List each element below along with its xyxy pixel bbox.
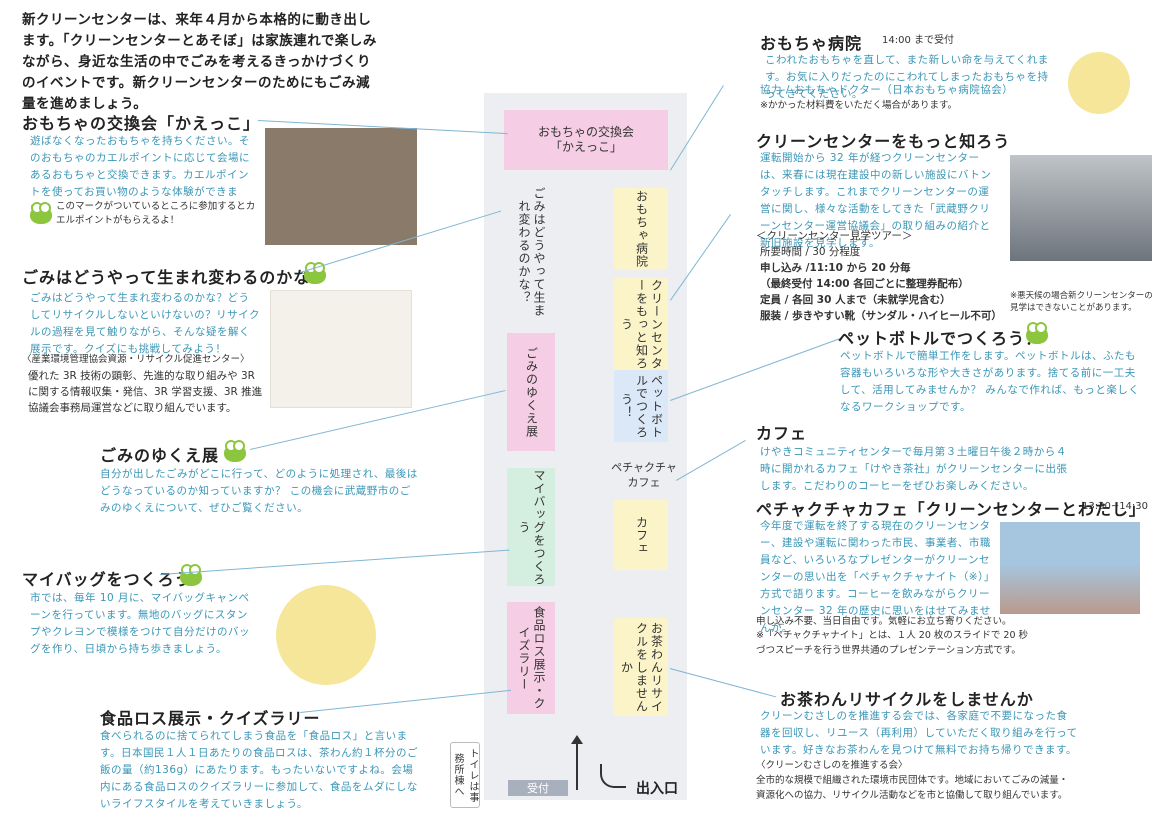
map-cafe: カフェ [614,500,668,570]
kaekko-note: このマークがついているところに参加するとカエルポイントがもらえるよ！ [56,201,256,226]
map-bag: マイバッグをつくろう [507,468,555,586]
pecha-time: 13:30~14:30 [1082,501,1149,512]
cafe-body: けやきコミュニティセンターで毎月第３土曜日午後２時から４時に開かれるカフェ「けや… [760,446,1068,492]
frog-icon [1026,322,1048,344]
bag-title: マイバッグをつくろう [22,570,192,589]
gomi-org: 〈産業環境管理協会資源・リサイクル促進センター〉 [22,354,250,365]
center-body: 運転開始から 32 年が経つクリーンセンターは、来春には現在建設中の新しい施設に… [760,152,992,249]
pecha-note: ※「ペチャクチャナイト」とは、１人 20 枚のスライドで 20 秒づつスピーチを… [756,630,1029,656]
cityscape-photo [1000,522,1140,614]
chawan-org-body: 全市的な規模で組織された環境市民団体です。地域においてごみの減量・資源化への協力… [756,775,1069,801]
mascot-illustration [276,585,376,685]
pecha-title: ペチャクチャカフェ「クリーンセンターとわたし」 [756,500,1146,519]
pet-body: ペットボトルで簡単工作をします。ペットボトルは、ふたも容器もいろいろな形や大きさ… [840,350,1140,413]
cafe-title: カフェ [756,424,808,443]
map-kaekko: おもちゃの交換会 「かえっこ」 [504,110,668,170]
connector-line [670,338,840,401]
yukue-body: 自分が出したごみがどこに行って、どのように処理され、最後はどうなっているのか知っ… [100,468,418,514]
connector-line [160,549,510,575]
center-title: クリーンセンターをもっと知ろう [756,132,1011,151]
entrance-arrow-icon [576,738,578,790]
kaekko-title: おもちゃの交換会「かえっこ」 [22,114,261,133]
center-tour: ＜クリーンセンター見学ツアー＞ [756,230,913,242]
chawan-org: 〈クリーンむさしのを推進する会〉 [756,760,908,771]
pet-title: ペットボトルでつくろう！ [838,329,1043,348]
center-l2: 申し込み /11:10 から 20 分毎 [760,262,911,274]
gomi-title: ごみはどうやって生まれ変わるのかな？ [22,268,328,287]
frog-icon [30,202,52,224]
center-photo-note: ※悪天候の場合新クリーンセンターの見学はできないことがあります。 [1010,291,1153,313]
center-l5: 服装 / 歩きやすい靴（サンダル・ハイヒール不可） [760,310,1002,322]
map-chawan: お茶わんリサイクルをしませんか [614,618,668,716]
pecha-body: 今年度で運転を終了する現在のクリーンセンター、建設や運転に関わった市民、事業者、… [760,520,991,634]
intro-text: 新クリーンセンターは、来年４月から本格的に動き出します。「クリーンセンターとあそ… [22,12,377,112]
connector-line [300,689,511,713]
entrance-arrowhead-icon [571,735,583,744]
byoin-time: 14:00 まで受付 [882,35,954,46]
map-pecha: ペチャクチャ カフェ [611,461,677,489]
kaekko-body: 遊ばなくなったおもちゃを持ちください。そのおもちゃのカエルポイントに応じて会場に… [30,135,250,215]
food-body: 食べられるのに捨てられてしまう食品を「食品ロス」と言います。日本国民１人１日あた… [100,730,418,810]
food-title: 食品ロス展示・クイズラリー [100,709,321,728]
byoin-org: 協力 / おもちゃドクター（日本おもちゃ病院協会） [760,84,1014,96]
map-yukue: ごみのゆくえ展 [507,333,555,451]
byoin-title: おもちゃ病院 [760,34,863,53]
map-pet: ペットボトルでつくろう！ [614,370,668,442]
center-l4: 定員 / 各回 30 人まで（未就学児含む） [760,294,951,306]
map-center: クリーンセンターをもっと知ろう [614,278,668,370]
entrance-label: 出入口 [636,781,678,797]
map-uketsuke: 受付 [508,780,568,796]
facility-photo [1010,155,1152,261]
pecha-apply: 申し込み不要、当日自由です。気軽にお立ち寄りください。 [756,616,1012,627]
frog-icon [224,440,246,462]
chawan-title: お茶わんリサイクルをしませんか [780,690,1034,709]
center-l1: 所要時間 / 30 分程度 [760,246,861,258]
recycle-illustration [270,290,412,408]
chawan-body: クリーンむさしのを推進する会では、各家庭で不要になった食器を回収し、リユース（再… [760,710,1078,756]
map-gomi: ごみはどうやって生まれ変わるのかな？ [517,187,546,317]
gomi-org-body: 優れた 3R 技術の顕彰、先進的な取り組みや 3R に関する情報収集・発信、3R… [28,370,263,414]
map-food: 食品ロス展示・クイズラリー [507,602,555,714]
map-byoin: おもちゃ病院 [614,188,668,270]
map-toilet: トイレは事務所棟へ [450,742,480,808]
kaekko-photo [265,128,417,245]
doctor-illustration [1068,52,1130,114]
byoin-note: ※かかった材料費をいただく場合があります。 [760,100,958,111]
yukue-title: ごみのゆくえ展 [100,446,220,465]
entrance-curve-icon [600,764,626,788]
gomi-body: ごみはどうやって生まれ変わるのかな？どうしてリサイクルしないといけないの？リサイ… [30,292,260,355]
byoin-body: こわれたおもちゃを直して、また新しい命を与えてくれます。お気に入りだったのにこわ… [765,54,1049,100]
center-l3: （最終受付 14:00 各回ごとに整理券配布） [760,278,969,290]
bag-body: 市では、毎年 10 月に、マイバッグキャンペーンを行っています。無地のバッグにス… [30,592,250,655]
